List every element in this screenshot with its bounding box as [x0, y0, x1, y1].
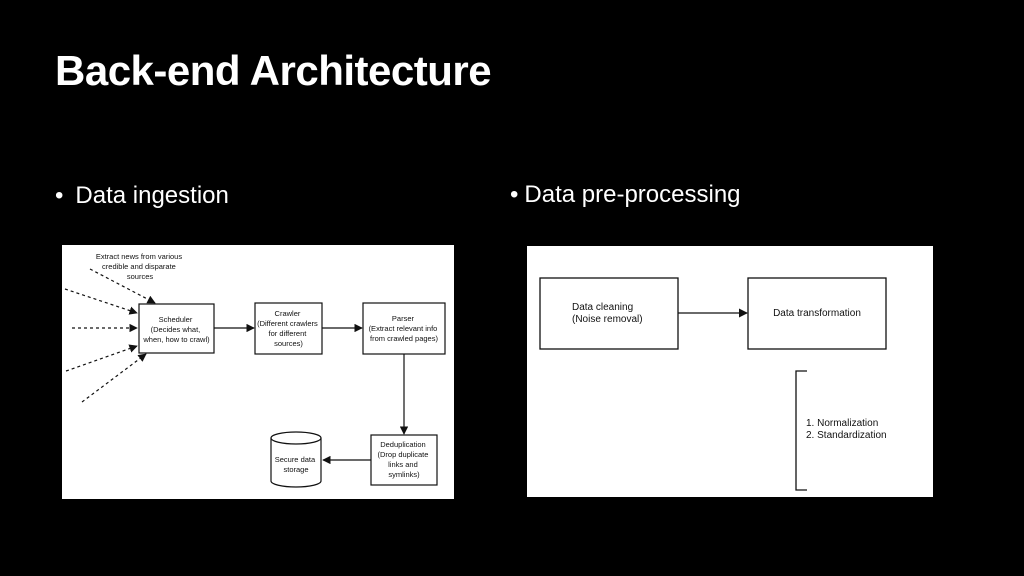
deduplication-box: Deduplication (Drop duplicate links and …	[370, 434, 438, 486]
transformation-steps: 1. Normalization 2. Standardization	[806, 418, 887, 441]
svg-text:Data transformation: Data transformation	[773, 308, 861, 319]
slide-title: Back-end Architecture	[55, 47, 492, 94]
data-transformation-box: Data transformation	[747, 277, 887, 350]
steps-bracket	[795, 370, 807, 491]
source-note: Extract news from various credible and d…	[96, 252, 184, 281]
svg-text:Secure data storage: Secure data storage	[275, 455, 318, 474]
scheduler-box: Scheduler (Decides what, when, how to cr…	[138, 303, 215, 354]
crawler-box: Crawler (Different crawlers for differen…	[254, 302, 323, 355]
bullet-data-preprocessing: •Data pre-processing	[510, 181, 741, 209]
bullet-label: Data ingestion	[75, 182, 229, 209]
svg-text:Scheduler (Decides wha: Scheduler (Decides what, when, how to cr…	[142, 315, 210, 344]
secure-storage-cylinder: Secure data storage	[270, 431, 322, 488]
svg-text:Crawler (Different cra: Crawler (Different crawlers for differen…	[257, 309, 320, 348]
parser-box: Parser (Extract relevant info from crawl…	[362, 302, 446, 355]
input-arrow	[89, 268, 156, 304]
bullet-data-ingestion: • Data ingestion	[55, 182, 229, 210]
input-arrow	[81, 353, 147, 403]
input-arrow	[64, 288, 138, 315]
flow-arrows	[214, 323, 409, 465]
ingestion-diagram-svg: Extract news from various credible and d…	[64, 252, 446, 488]
svg-text:Data cleaning (Noise r: Data cleaning (Noise removal)	[572, 302, 643, 325]
ingestion-diagram: Extract news from various credible and d…	[62, 245, 454, 499]
preprocessing-diagram: Data cleaning (Noise removal) Data trans…	[527, 246, 933, 497]
input-arrow	[65, 344, 138, 372]
data-cleaning-box: Data cleaning (Noise removal)	[539, 277, 679, 350]
preprocessing-diagram-svg: Data cleaning (Noise removal) Data trans…	[539, 277, 887, 491]
svg-text:Parser (Extract releva: Parser (Extract relevant info from crawl…	[369, 314, 440, 343]
input-arrows	[64, 268, 156, 403]
bullet-dot: •	[510, 181, 519, 208]
svg-text:Deduplication (Drop du: Deduplication (Drop duplicate links and …	[378, 440, 431, 479]
bullet-label: Data pre-processing	[524, 181, 741, 208]
bullet-dot: •	[55, 182, 64, 209]
